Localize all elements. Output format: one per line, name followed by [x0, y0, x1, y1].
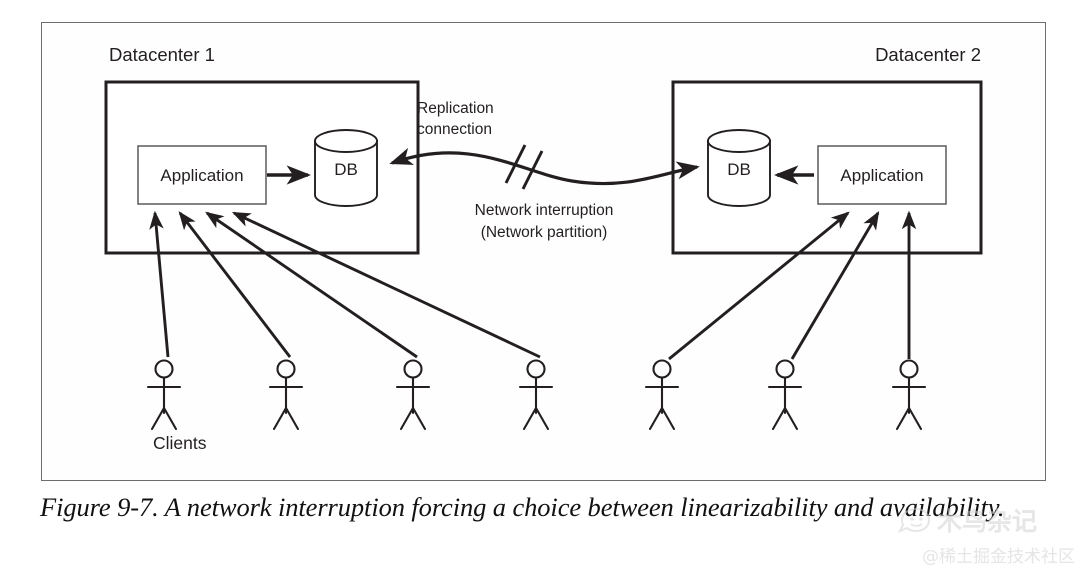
break-slash-1	[504, 144, 527, 184]
application-2-rect	[817, 145, 947, 205]
client-leg-left	[648, 406, 664, 431]
client-head	[775, 359, 795, 379]
client-figure[interactable]	[891, 359, 927, 431]
network-interruption-label-line2: (Network partition)	[481, 224, 608, 241]
figure-caption: Figure 9-7. A network interruption forci…	[40, 492, 1005, 522]
client-leg-right	[783, 406, 799, 431]
db-cylinder-1[interactable]: DB	[314, 129, 378, 207]
application-box-2[interactable]: Application	[817, 145, 947, 205]
client-request-arrows	[149, 210, 917, 361]
datacenter-2-group: Datacenter 2 DB Application	[671, 44, 983, 255]
edge-client5-to-app2	[668, 211, 850, 361]
client-figure[interactable]	[518, 359, 554, 431]
client-leg-right	[411, 406, 427, 431]
db-2-top-ellipse	[707, 129, 771, 153]
client-leg-right	[660, 406, 676, 431]
db-1-top-ellipse	[314, 129, 378, 153]
replication-link-group: Replication connection Network interrupt…	[389, 100, 700, 241]
db-1-label: DB	[334, 160, 358, 179]
figure-frame: Datacenter 1 Application DB Data	[41, 22, 1046, 481]
client-leg-left	[522, 406, 538, 431]
client-figure[interactable]	[644, 359, 680, 431]
watermark-handle: @稀土掘金技术社区	[922, 547, 1075, 567]
client-head	[403, 359, 423, 379]
db-2-body	[707, 140, 771, 207]
client-head	[154, 359, 174, 379]
db-cylinder-2[interactable]: DB	[707, 129, 771, 207]
clients-label: Clients	[153, 433, 207, 453]
client-figure[interactable]	[146, 359, 182, 431]
clients-group	[146, 359, 927, 431]
client-leg-left	[272, 406, 288, 431]
application-1-rect	[137, 145, 267, 205]
client-leg-right	[534, 406, 550, 431]
edge-client2-to-app1	[178, 211, 292, 358]
replication-connection-curve	[389, 147, 700, 186]
application-2-label: Application	[840, 166, 923, 185]
client-head	[276, 359, 296, 379]
client-leg-right	[284, 406, 300, 431]
db-2-label: DB	[727, 160, 751, 179]
datacenter-1-label: Datacenter 1	[109, 44, 215, 65]
edge-client1-to-app1	[149, 210, 170, 358]
client-figure[interactable]	[767, 359, 803, 431]
application-1-label: Application	[160, 166, 243, 185]
client-figure[interactable]	[395, 359, 431, 431]
break-slash-2	[521, 150, 544, 190]
client-head	[652, 359, 672, 379]
client-figure[interactable]	[268, 359, 304, 431]
client-leg-left	[895, 406, 911, 431]
application-box-1[interactable]: Application	[137, 145, 267, 205]
client-head	[899, 359, 919, 379]
client-head	[526, 359, 546, 379]
edge-client3-to-app1	[205, 211, 418, 359]
edge-client6-to-app2	[790, 211, 880, 360]
edge-client4-to-app1	[231, 211, 541, 359]
db-1-body	[314, 140, 378, 207]
replication-label-line1: Replication	[417, 100, 494, 117]
client-leg-left	[399, 406, 415, 431]
replication-label-line2: connection	[417, 121, 492, 138]
client-leg-left	[150, 406, 166, 431]
client-leg-right	[162, 406, 178, 431]
datacenter-2-label: Datacenter 2	[875, 44, 981, 65]
network-partition-diagram: Datacenter 1 Application DB Data	[104, 44, 983, 453]
datacenter-1-group: Datacenter 1 Application DB	[104, 44, 420, 255]
client-leg-right	[907, 406, 923, 431]
network-interruption-label-line1: Network interruption	[475, 202, 614, 219]
client-leg-left	[771, 406, 787, 431]
